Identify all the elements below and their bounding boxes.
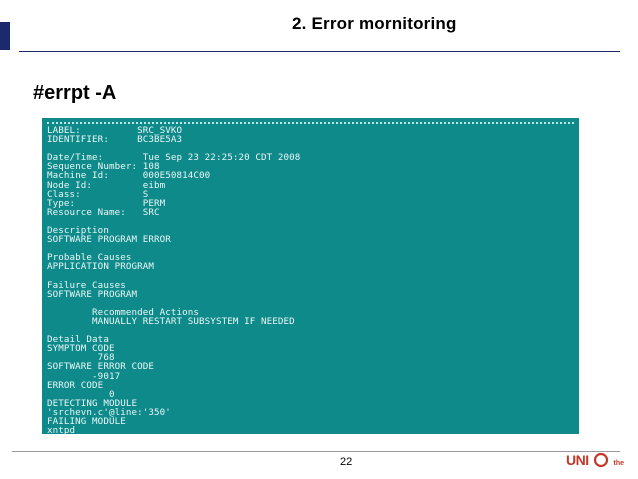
terminal-line: xntpd — [47, 425, 76, 434]
terminal-line: SYMPTOM CODE — [47, 343, 115, 355]
terminal-line: LABEL: SRC_SVKO — [47, 125, 183, 136]
terminal-line: IDENTIFIER: BC3BE5A3 — [47, 134, 183, 146]
terminal-line: Machine Id: 000E50814C00 — [47, 170, 211, 182]
terminal-line: 'srchevn.c'@line:'350' — [47, 406, 171, 418]
terminal-line: 0 — [47, 388, 115, 400]
terminal-line: Detail Data — [47, 334, 109, 346]
terminal-line: Type: PERM — [47, 197, 166, 209]
logo-suffix: the — [613, 460, 625, 467]
command-label: #errpt -A — [33, 82, 117, 104]
left-accent-bar — [0, 22, 10, 50]
title-divider — [19, 51, 620, 52]
terminal-line: Date/Time: Tue Sep 23 22:25:20 CDT 2008 — [47, 152, 301, 164]
footer-divider — [12, 451, 620, 452]
terminal-line: Sequence Number: 108 — [47, 161, 160, 173]
terminal-line: SOFTWARE ERROR CODE — [47, 361, 154, 373]
terminal-line: FAILING MODULE — [47, 416, 126, 427]
terminal-line: Class: S — [47, 188, 149, 200]
company-logo: UNI the — [566, 452, 626, 476]
terminal-line — [47, 217, 574, 226]
page-number: 22 — [340, 456, 353, 468]
terminal-line: APPLICATION PROGRAM — [47, 261, 154, 273]
terminal-line: Failure Causes — [47, 279, 126, 291]
terminal-top-rule — [47, 122, 574, 124]
terminal-line: MANUALLY RESTART SUBSYSTEM IF NEEDED — [47, 315, 295, 327]
terminal-line: Description — [47, 225, 109, 237]
terminal-line: Node Id: eibm — [47, 179, 166, 191]
terminal-line: Probable Causes — [47, 252, 132, 264]
globe-ring-icon — [593, 452, 609, 468]
terminal-line: DETECTING MODULE — [47, 397, 138, 409]
slide-title: 2. Error mornitoring — [292, 14, 457, 33]
terminal-line — [47, 272, 574, 281]
terminal-line: Recommended Actions — [47, 306, 200, 318]
logo-text: UNI — [566, 452, 589, 468]
terminal-line: 768 — [47, 352, 115, 364]
terminal-line — [47, 326, 574, 335]
terminal-line: -9017 — [47, 370, 121, 382]
terminal-line: SOFTWARE PROGRAM ERROR — [47, 234, 171, 246]
terminal-line: SOFTWARE PROGRAM — [47, 288, 138, 300]
terminal-line: Resource Name: SRC — [47, 206, 160, 218]
terminal-line: ERROR CODE — [47, 379, 104, 391]
